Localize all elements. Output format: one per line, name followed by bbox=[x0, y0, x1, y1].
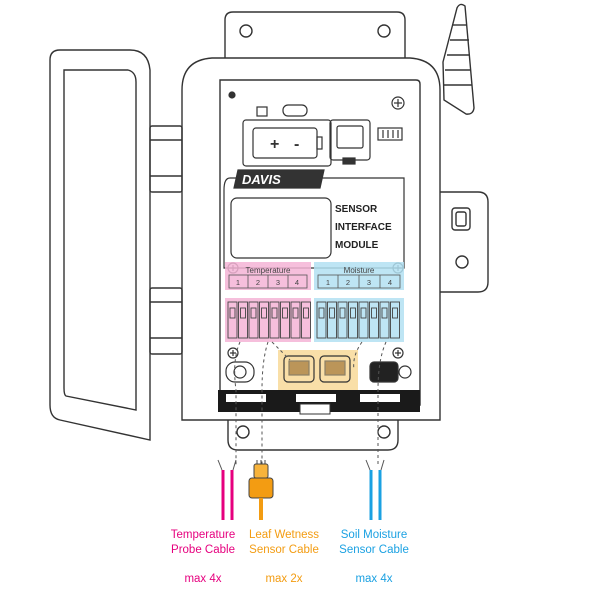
caption-line: Probe Cable bbox=[171, 544, 235, 556]
temperature-terminal-clip-slot bbox=[271, 307, 278, 319]
temperature-terminal-clip bbox=[238, 301, 248, 339]
soil-moisture-cable-caption: Soil Moisture Sensor Cable max 4x bbox=[322, 528, 426, 587]
module-label-line-3: MODULE bbox=[335, 240, 379, 251]
moisture-terminal-clip bbox=[337, 301, 348, 339]
moisture-terminal-clip-slot bbox=[318, 307, 325, 319]
caption-max: max 4x bbox=[184, 573, 222, 585]
leaf-port-2 bbox=[319, 355, 351, 383]
moisture-terminal-number: 4 bbox=[388, 278, 392, 287]
antenna bbox=[442, 3, 475, 115]
module-label-line-2: INTERFACE bbox=[335, 222, 392, 233]
moisture-terminal-clip bbox=[316, 301, 327, 339]
temperature-terminal-clip-slot bbox=[303, 307, 309, 319]
caption-line: Soil Moisture bbox=[340, 529, 408, 541]
temperature-cable-caption: Temperature Probe Cable max 4x bbox=[148, 528, 258, 587]
door-inner-frame bbox=[63, 69, 137, 411]
moisture-terminal-clip-slot bbox=[371, 307, 377, 319]
screw-top-right bbox=[391, 96, 405, 110]
moisture-terminal-clip-slot bbox=[350, 307, 356, 319]
caption-line: Sensor Cable bbox=[339, 544, 409, 556]
caption-line: Leaf Wetness bbox=[248, 529, 320, 541]
temperature-terminal-number: 2 bbox=[256, 278, 260, 287]
temperature-terminal-clip bbox=[269, 301, 280, 339]
moisture-terminal-clip bbox=[379, 301, 390, 339]
moisture-terminal-clip bbox=[348, 301, 358, 339]
temperature-terminal-clip-slot bbox=[240, 307, 246, 319]
hinge-bottom bbox=[149, 287, 183, 355]
caption-line: Sensor Cable bbox=[249, 544, 319, 556]
right-mount-tab bbox=[440, 191, 489, 293]
label-window bbox=[230, 197, 332, 259]
moisture-terminal-number: 3 bbox=[367, 278, 371, 287]
temperature-terminal-clip bbox=[248, 301, 259, 339]
moisture-terminal-clip-slot bbox=[329, 307, 335, 319]
temperature-terminal-clip bbox=[301, 301, 311, 339]
temperature-terminal-clip bbox=[290, 301, 301, 339]
temperature-terminal-clip-slot bbox=[229, 307, 236, 319]
caption-max: max 2x bbox=[265, 573, 303, 585]
bottom-mount-tab bbox=[227, 420, 399, 451]
hinge-top bbox=[149, 125, 183, 193]
moisture-terminal-clip-slot bbox=[360, 307, 367, 319]
caption-line: Temperature bbox=[170, 529, 236, 541]
temperature-terminal-title: Temperature bbox=[246, 266, 291, 275]
leaf-wetness-cable-caption: Leaf Wetness Sensor Cable max 2x bbox=[236, 528, 332, 587]
brand-logo: DAVIS bbox=[242, 172, 281, 187]
temperature-terminal-clip bbox=[259, 301, 269, 339]
moisture-terminal-clip bbox=[369, 301, 379, 339]
enclosure-body bbox=[181, 57, 441, 421]
battery-plus: + bbox=[270, 136, 279, 153]
moisture-terminal-clip-slot bbox=[381, 307, 388, 319]
moisture-terminal-clip-slot bbox=[392, 307, 398, 319]
temperature-terminal-number: 1 bbox=[236, 278, 240, 287]
moisture-terminal-title: Moisture bbox=[344, 266, 375, 275]
temperature-terminal-clip bbox=[227, 301, 238, 339]
temperature-terminal-zone bbox=[225, 298, 311, 342]
dip-switch bbox=[377, 127, 403, 141]
battery-minus: - bbox=[294, 136, 299, 153]
moisture-terminal-clip-slot bbox=[339, 307, 346, 319]
temperature-terminal-clip-slot bbox=[261, 307, 267, 319]
moisture-terminal-number: 2 bbox=[346, 278, 350, 287]
temperature-terminal-clip-slot bbox=[282, 307, 288, 319]
top-mount-tab bbox=[224, 11, 406, 58]
leaf-port-1 bbox=[283, 355, 315, 383]
moisture-terminal-clip bbox=[390, 301, 400, 339]
temperature-terminal-number: 3 bbox=[276, 278, 280, 287]
moisture-terminal-number: 1 bbox=[326, 278, 330, 287]
moisture-terminal-clip bbox=[358, 301, 369, 339]
moisture-terminal-clip bbox=[327, 301, 337, 339]
module-label-line-1: SENSOR bbox=[335, 204, 378, 215]
battery-compartment bbox=[242, 119, 332, 167]
temperature-terminal-number: 4 bbox=[295, 278, 299, 287]
leaf-wetness-plug bbox=[253, 463, 269, 479]
temperature-terminal-clip-slot bbox=[292, 307, 299, 319]
temperature-terminal-clip-slot bbox=[250, 307, 257, 319]
temperature-terminal-clip bbox=[280, 301, 290, 339]
inner-panel bbox=[219, 79, 421, 406]
caption-max: max 4x bbox=[355, 573, 393, 585]
enclosure-door bbox=[49, 49, 151, 441]
